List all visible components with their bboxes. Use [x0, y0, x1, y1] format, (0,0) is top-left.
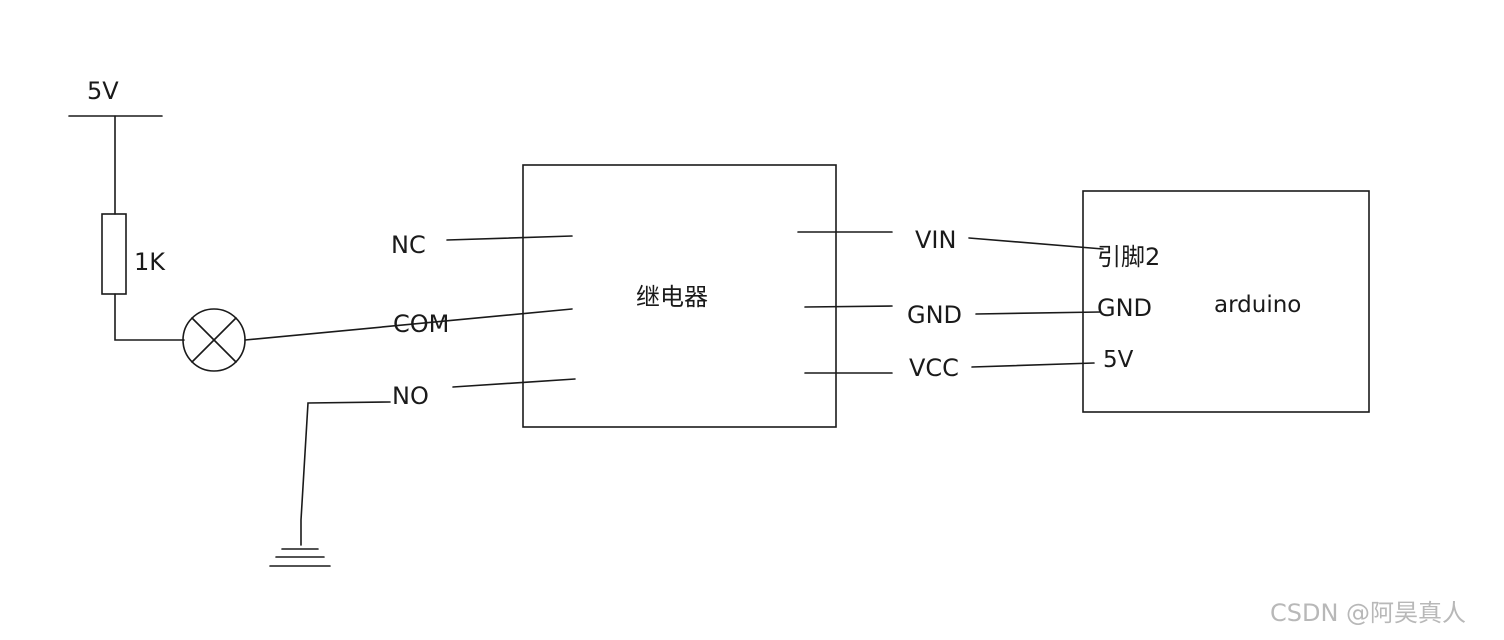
arduino-box: [1082, 190, 1370, 413]
arduino-pin-2-label: 引脚2: [1097, 243, 1160, 271]
arduino-board: arduino 引脚2 GND 5V: [1082, 190, 1370, 413]
relay-pin-no-label: NO: [392, 382, 429, 410]
relay-module: 继电器 NC COM NO VIN GND VCC: [391, 164, 962, 428]
relay-pin-gnd-label: GND: [907, 301, 962, 329]
resistor-body: [101, 213, 127, 295]
relay-title: 继电器: [636, 283, 708, 311]
wire-vcc-to-5v: [971, 362, 1095, 368]
arduino-pin-gnd-label: GND: [1097, 294, 1152, 322]
wire-lamp-to-com: [244, 308, 573, 341]
arduino-pin-5v-label: 5V: [1103, 347, 1134, 373]
supply-label: 5V: [87, 77, 119, 105]
lamp-cross-b: [191, 317, 237, 363]
relay-pin-no-lead: [452, 378, 576, 388]
wire-resistor-to-lamp: [114, 293, 185, 341]
arduino-title: arduino: [1214, 292, 1301, 318]
wire-no-to-ground: [300, 401, 391, 546]
ground-icon: [269, 548, 331, 567]
relay-pin-nc-label: NC: [391, 231, 426, 259]
supply-rail: 5V: [68, 77, 163, 117]
resistor-label: 1K: [134, 248, 166, 276]
lamp-icon: [182, 308, 246, 372]
resistor: 1K: [101, 213, 166, 295]
relay-pin-vin-label: VIN: [915, 226, 956, 254]
watermark: CSDN @阿昊真人: [1270, 599, 1466, 627]
wire-vin-to-pin2: [968, 237, 1104, 250]
relay-pin-vcc-label: VCC: [909, 354, 959, 382]
relay-box: [522, 164, 837, 428]
wire-gnd-to-gnd: [975, 311, 1101, 315]
relay-pin-com-label: COM: [393, 310, 449, 338]
relay-pin-gnd-lead: [804, 305, 893, 308]
relay-pin-nc-lead: [446, 235, 573, 241]
